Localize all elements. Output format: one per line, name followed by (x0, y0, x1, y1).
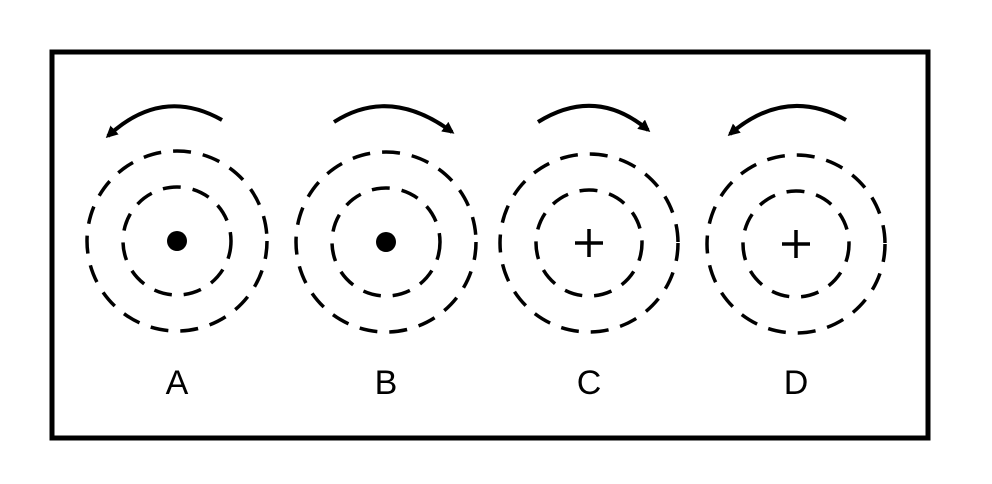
outer-field-ring-b (294, 150, 478, 334)
option-a: A (85, 104, 269, 402)
inner-field-ring-a (121, 185, 233, 297)
inner-field-ring-c (534, 188, 644, 298)
option-label-a: A (166, 364, 189, 402)
outer-field-ring-d (705, 153, 887, 335)
frame (49, 49, 931, 441)
dot-symbol-b (376, 232, 396, 252)
inner-field-ring-b (330, 186, 442, 298)
plus-symbol-c (575, 229, 603, 257)
rotation-arrow-b (332, 104, 455, 134)
option-label-b: B (375, 364, 398, 402)
dot-symbol-a (167, 231, 187, 251)
option-label-c: C (577, 364, 602, 402)
inner-field-ring-d (741, 189, 851, 299)
outer-field-ring-c (498, 152, 680, 334)
outer-field-ring-a (85, 149, 269, 333)
rotation-arrow-a (105, 104, 223, 139)
option-b: B (294, 104, 478, 402)
plus-symbol-d (782, 230, 810, 258)
option-d: D (705, 103, 887, 402)
rotation-arrow-c (536, 103, 651, 132)
option-label-d: D (784, 364, 809, 402)
rotation-arrow-d (727, 103, 847, 136)
option-c: C (498, 103, 680, 402)
